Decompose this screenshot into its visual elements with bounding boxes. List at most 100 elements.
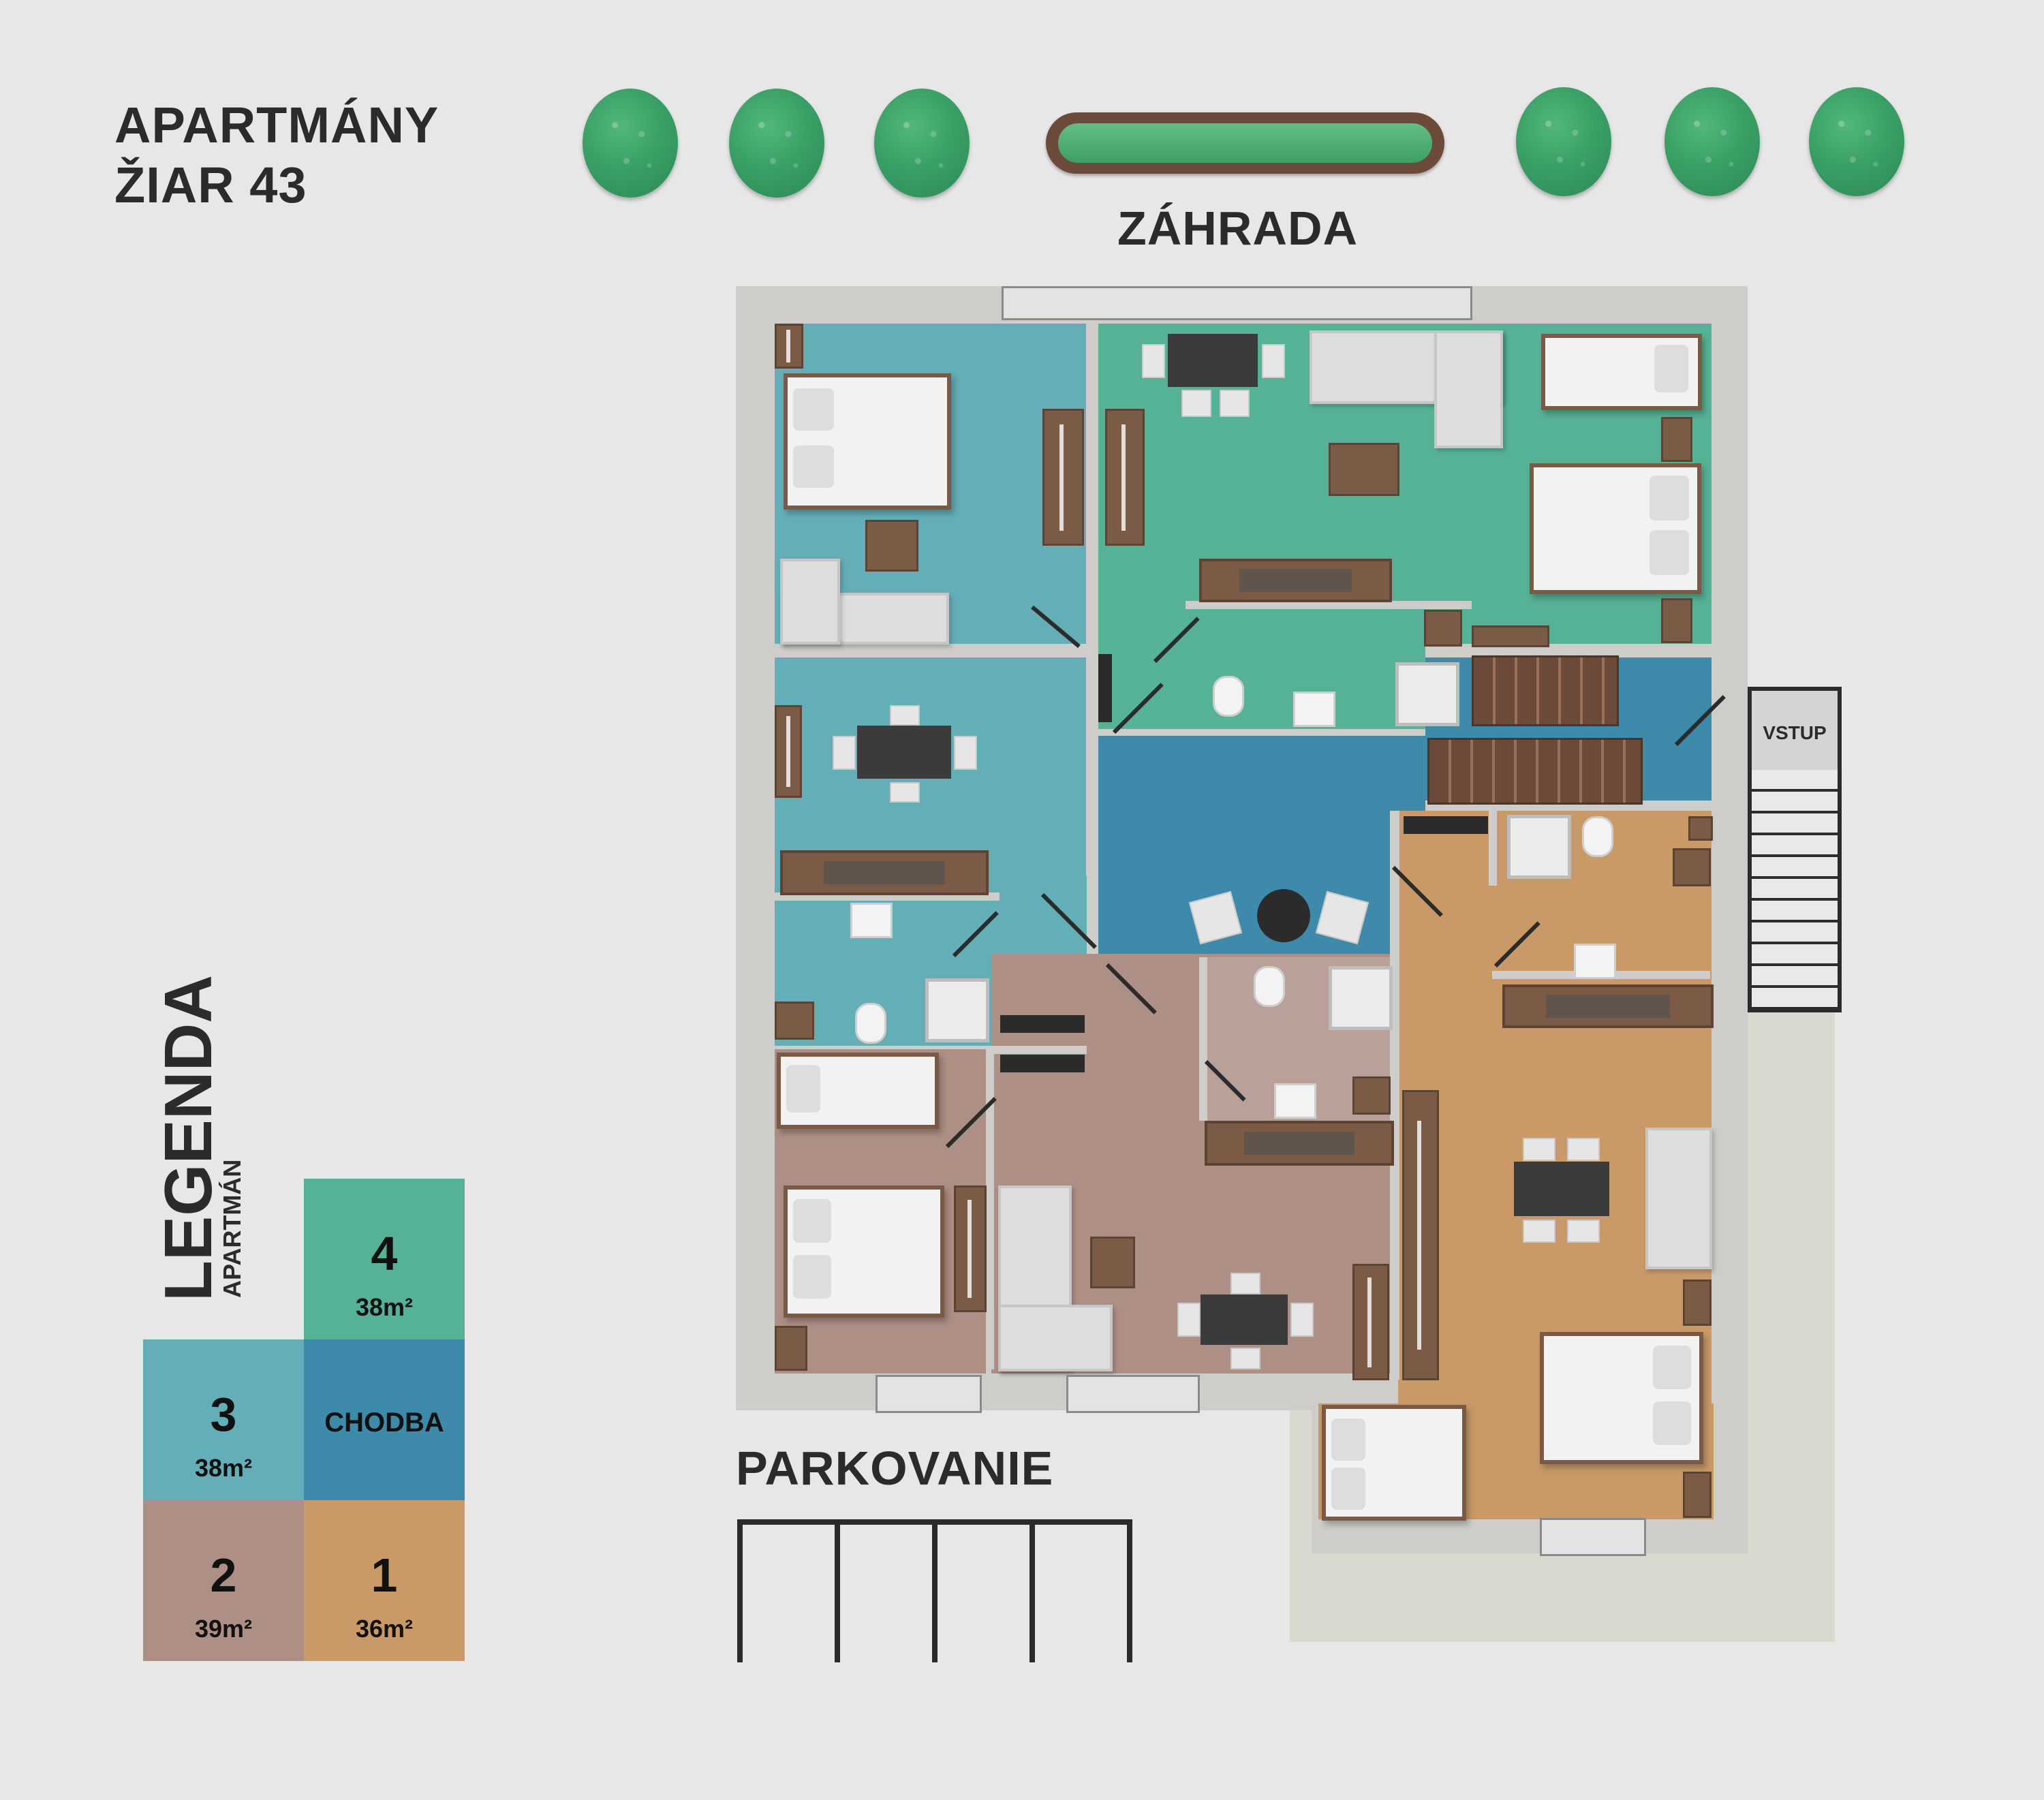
- legend-number: 2: [210, 1549, 237, 1602]
- partition: [1199, 957, 1207, 1121]
- wardrobe: [1105, 409, 1145, 546]
- partition: [991, 1046, 1087, 1054]
- parking-lines: [737, 1519, 1132, 1662]
- dining-table-icon: [857, 726, 951, 779]
- counter: [1000, 1015, 1085, 1033]
- stairs-icon: [1427, 738, 1643, 805]
- shower-icon: [925, 978, 989, 1042]
- nightstand: [775, 1326, 807, 1371]
- toilet-icon: [1213, 676, 1244, 717]
- counter: [1000, 1055, 1085, 1072]
- sofa-icon: [1434, 330, 1503, 448]
- kitchen-icon: [1199, 559, 1392, 602]
- window: [1540, 1518, 1646, 1556]
- bed-icon: [784, 1185, 944, 1318]
- terrace-side: [1748, 1008, 1835, 1642]
- sofa-icon: [1645, 1128, 1712, 1269]
- cabinet: [775, 705, 802, 798]
- chair: [1262, 344, 1285, 378]
- washer: [1424, 610, 1462, 647]
- corridor-entry-pad: [1662, 657, 1712, 801]
- washer: [775, 1002, 814, 1040]
- chair: [1567, 1138, 1600, 1161]
- chair: [1181, 390, 1211, 417]
- site-title: APARTMÁNY ŽIAR 43: [114, 95, 439, 215]
- counter: [1404, 816, 1488, 834]
- sofa-icon: [998, 1305, 1113, 1371]
- wardrobe: [954, 1185, 987, 1312]
- chair: [1177, 1303, 1201, 1337]
- chair: [954, 736, 977, 770]
- kitchen-icon: [1205, 1121, 1394, 1166]
- chair: [1230, 1273, 1260, 1294]
- bed-icon: [1322, 1405, 1466, 1521]
- legend-title: LEGENDA: [151, 974, 226, 1301]
- chair: [890, 705, 920, 726]
- apartment-4-bath: [1098, 644, 1425, 729]
- legend-area: 36m²: [355, 1615, 414, 1643]
- nightstand: [1683, 1279, 1712, 1326]
- partition: [1489, 811, 1497, 886]
- kitchen-icon: [1502, 984, 1714, 1028]
- stairs-icon: [1472, 655, 1619, 726]
- legend-label: CHODBA: [324, 1408, 444, 1438]
- chair: [1220, 390, 1250, 417]
- planter-icon: [1046, 112, 1444, 174]
- legend-area: 38m²: [194, 1454, 253, 1482]
- washer: [1352, 1076, 1391, 1115]
- tree-icon: [583, 89, 678, 198]
- legend-subtitle: APARTMÁN: [218, 1159, 246, 1298]
- chair: [1523, 1220, 1555, 1243]
- sofa-icon: [780, 559, 840, 645]
- shelf: [1472, 625, 1549, 647]
- garden-label: ZÁHRADA: [1117, 202, 1359, 255]
- legend-number: 1: [371, 1549, 398, 1602]
- partition: [775, 644, 1017, 653]
- dining-table-icon: [1168, 334, 1258, 387]
- legend-number: 3: [210, 1388, 237, 1441]
- chair: [890, 782, 920, 803]
- bed-icon: [1530, 463, 1701, 594]
- garden-window: [1002, 286, 1472, 320]
- tree-icon: [874, 89, 970, 198]
- coffee-table: [1090, 1237, 1135, 1288]
- tree-icon: [1516, 87, 1611, 196]
- coffee-table: [1329, 443, 1399, 496]
- partition: [986, 1049, 994, 1369]
- legend-area: 38m²: [355, 1293, 414, 1321]
- kitchen-icon: [780, 850, 989, 895]
- dining-table-icon: [1201, 1294, 1288, 1345]
- chair: [1290, 1303, 1314, 1337]
- round-table: [1257, 889, 1310, 942]
- nightstand: [1683, 1472, 1712, 1518]
- bed-icon: [1541, 334, 1702, 410]
- nightstand: [1661, 417, 1692, 462]
- legend-corridor: CHODBA: [304, 1339, 465, 1500]
- chair: [1142, 344, 1165, 378]
- cabinet: [775, 324, 803, 369]
- legend-apartment-3: 3 38m²: [143, 1339, 304, 1500]
- legend-area: 39m²: [194, 1615, 253, 1643]
- nightstand: [865, 520, 918, 572]
- window: [1066, 1375, 1200, 1413]
- shower-icon: [1507, 815, 1571, 879]
- partition: [1186, 601, 1472, 609]
- site-title-line2: ŽIAR 43: [114, 157, 307, 213]
- legend-apartment-1: 1 36m²: [304, 1500, 465, 1661]
- wardrobe: [1402, 1090, 1439, 1380]
- entrance-label: VSTUP: [1763, 722, 1827, 743]
- sink: [1274, 1083, 1316, 1119]
- legend-apartment-2: 2 39m²: [143, 1500, 304, 1661]
- dining-table-icon: [1514, 1162, 1609, 1216]
- partition: [1086, 324, 1096, 875]
- entrance-box: VSTUP: [1748, 687, 1842, 783]
- tree-icon: [1809, 87, 1904, 196]
- sink: [1574, 944, 1616, 979]
- tree-icon: [1664, 87, 1760, 196]
- chair: [833, 736, 856, 770]
- tree-icon: [729, 89, 824, 198]
- legend-number: 4: [371, 1227, 398, 1280]
- chair: [1567, 1220, 1600, 1243]
- bed-icon: [1540, 1332, 1703, 1464]
- sink: [1293, 692, 1335, 727]
